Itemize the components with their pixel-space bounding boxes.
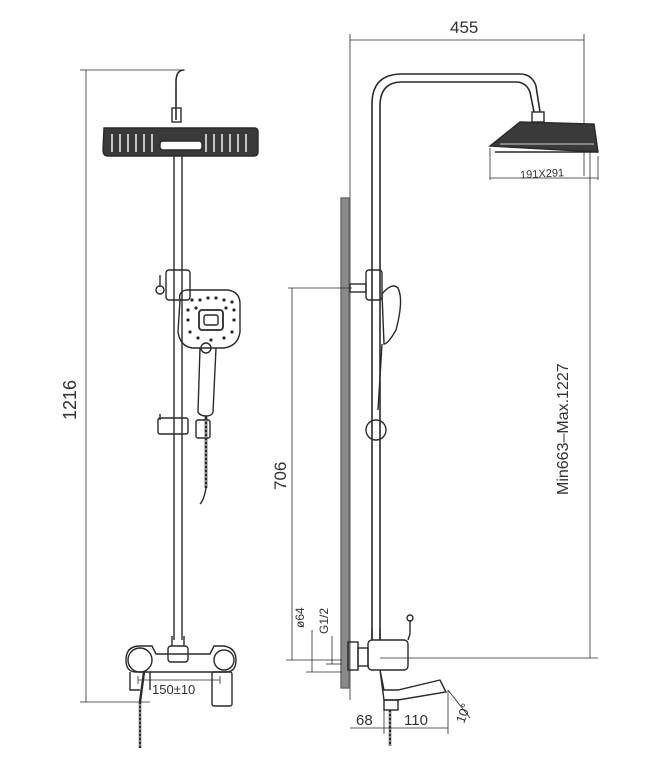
height-range-label: Min663–Max.1227 (555, 363, 572, 495)
side-view (286, 34, 599, 746)
thread-label: G1/2 (317, 608, 331, 634)
inlet-spacing-label: 150±10 (152, 682, 195, 697)
pipe-dia-label: ø64 (293, 607, 307, 628)
mixer-front (125, 636, 237, 707)
head-size-label: 191X291 (520, 167, 565, 181)
rain-head-front (102, 127, 259, 157)
upper-bracket-side (288, 269, 383, 301)
overall-height-label: 1216 (60, 380, 80, 420)
front-view (80, 69, 259, 748)
rain-head-side (488, 121, 599, 180)
mixer-side (347, 614, 448, 711)
spout-angle-label: 10° (453, 701, 474, 725)
wall (340, 197, 350, 689)
spout-length-label: 110 (404, 712, 428, 729)
overall-width-label: 455 (450, 18, 478, 37)
upper-bracket-front (155, 269, 191, 301)
hand-shower-side (365, 285, 402, 441)
mixer-height-label: 706 (271, 462, 290, 490)
hand-shower-front (177, 289, 241, 417)
wall-offset-label: 68 (356, 712, 373, 729)
slide-bracket-front (157, 414, 211, 439)
